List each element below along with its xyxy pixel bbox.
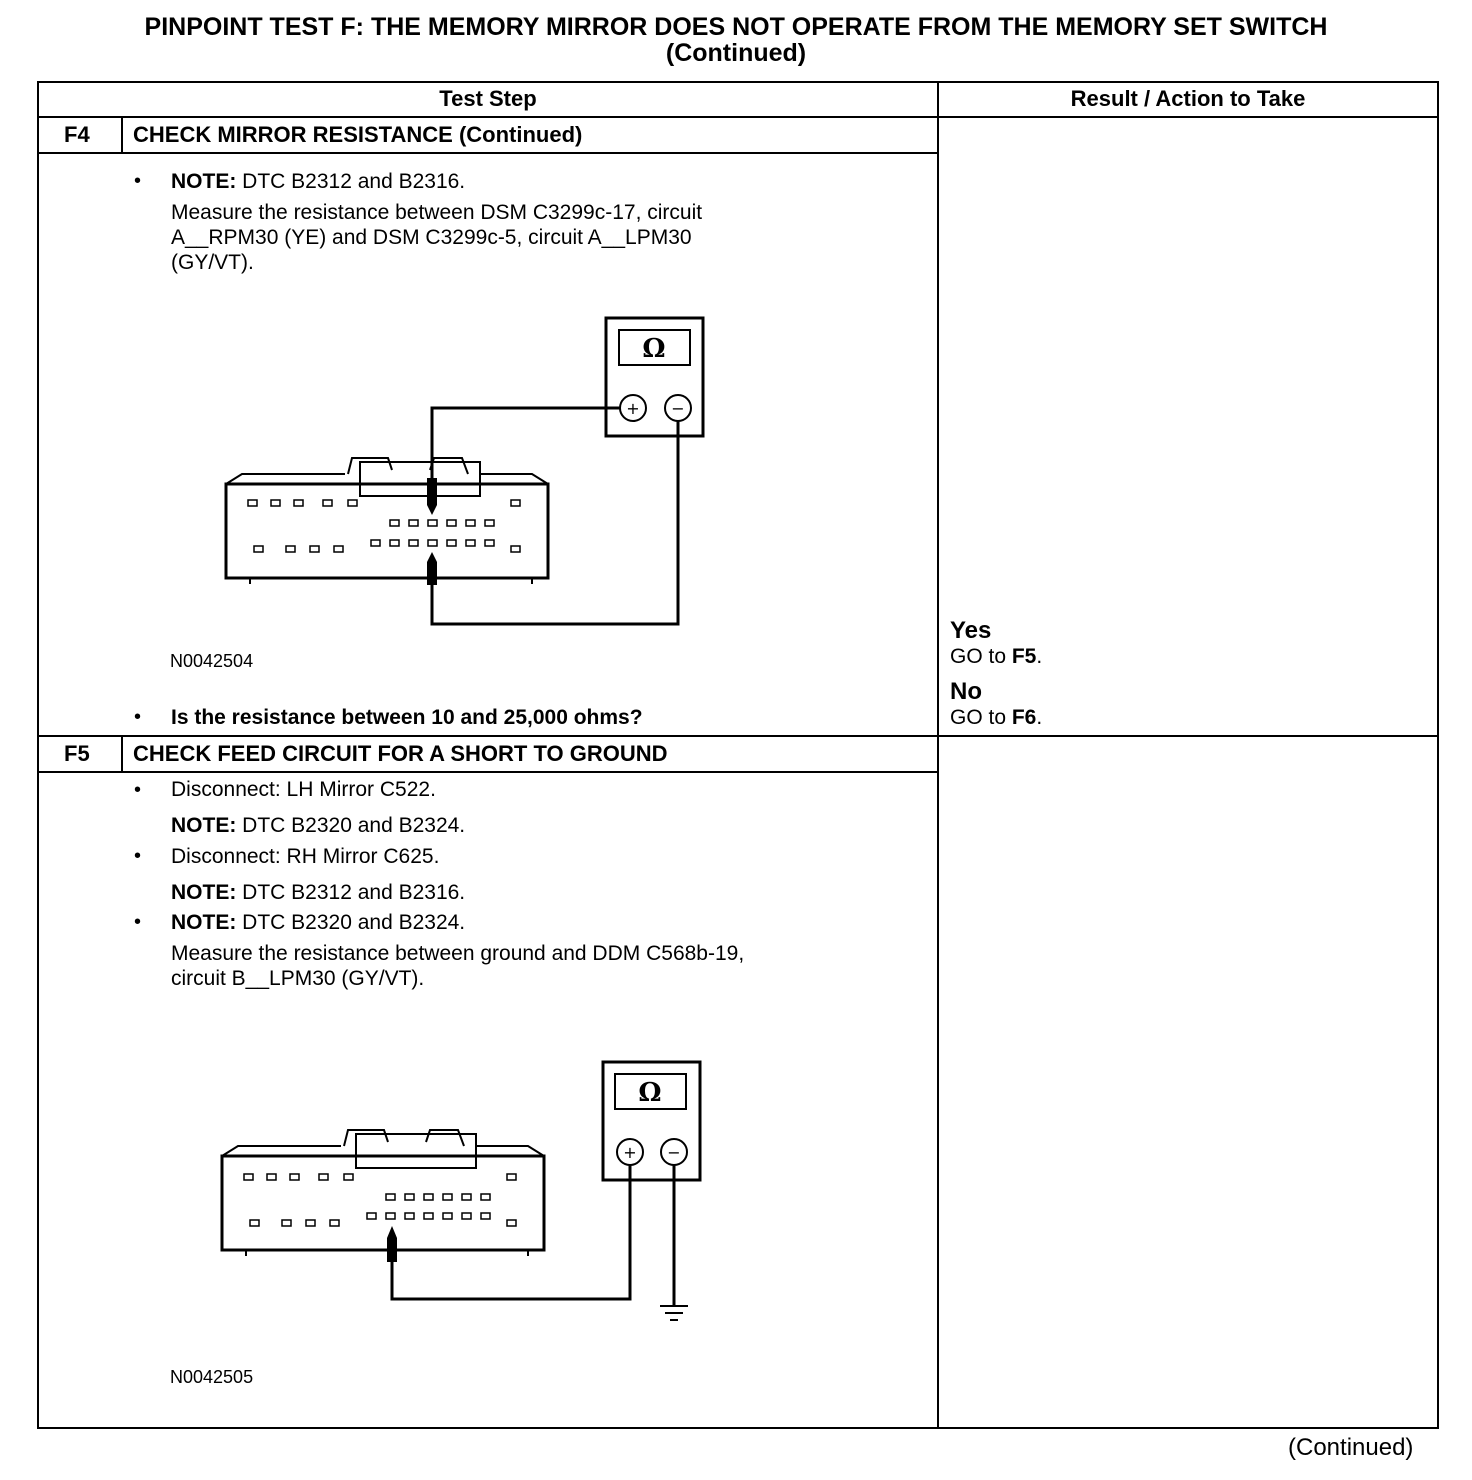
action-text: GO to [950,706,1012,729]
step-f4-id-divider [121,116,123,153]
page-title: PINPOINT TEST F: THE MEMORY MIRROR DOES … [0,14,1472,66]
step-f5-wiring-figure: Ω + − [220,1060,702,1321]
connector-pins [243,1173,517,1227]
step-f4-question: Is the resistance between 10 and 25,000 … [171,706,643,729]
continued-footer: (Continued) [1288,1434,1414,1461]
item-label: NOTE: [171,881,237,904]
step-f5-item-4: NOTE: DTC B2312 and B2316. [171,880,465,905]
bullet: • [134,911,142,933]
header-divider [37,116,1439,118]
step-f5-figure-id: N0042505 [170,1367,254,1387]
step-f4-figure-id: N0042504 [170,651,254,671]
test-table [37,81,1439,1429]
step-f5-id: F5 [64,741,90,766]
probe-top [427,478,437,515]
connector-pins [247,499,521,553]
item-text: DTC B2312 and B2316. [236,881,466,904]
probe-bottom [427,552,437,585]
step-f5-item-1: Disconnect: LH Mirror C522. [171,777,436,802]
step-divider [37,735,1439,737]
bullet: • [134,706,142,728]
plus-sign: + [623,1143,636,1162]
probe [387,1226,397,1262]
ohmmeter-display [614,1073,687,1110]
ohm-symbol: Ω [642,334,665,364]
action-end: . [1036,706,1043,729]
result-no-label: No [950,678,982,705]
ddm-connector [220,1129,546,1256]
step-f5-title: CHECK FEED CIRCUIT FOR A SHORT TO GROUND [133,741,668,766]
column-header-result: Result / Action to Take [1070,86,1306,111]
result-yes-action: GO to F5. [950,645,1042,669]
bullet: • [134,170,142,192]
step-f5-item-5: NOTE: DTC B2320 and B2324. [171,910,465,935]
step-f5-item-2: NOTE: DTC B2320 and B2324. [171,813,465,838]
step-f5-title-divider [37,771,938,773]
ohmmeter-body [601,1060,702,1182]
action-target[interactable]: F6 [1011,706,1037,729]
step-f5-measure-text: Measure the resistance between ground an… [171,942,745,990]
item-label: NOTE: [171,911,237,934]
step-f5-id-divider [121,735,123,772]
dsm-connector [224,457,550,584]
item-text: Disconnect: RH Mirror C625. [171,845,440,868]
step-f4-measure-text: Measure the resistance between DSM C3299… [171,201,703,274]
item-text: DTC B2320 and B2324. [236,814,466,837]
negative-lead [430,421,680,626]
minus-sign: − [671,399,684,418]
item-text: DTC B2320 and B2324. [236,911,466,934]
plus-sign: + [626,399,639,418]
positive-lead [430,406,620,478]
step-f4-title: CHECK MIRROR RESISTANCE (Continued) [133,122,583,147]
bullet: • [134,845,142,867]
minus-sign: − [667,1143,680,1162]
result-no-action: GO to F6. [950,706,1042,730]
column-header-test-step: Test Step [439,86,537,111]
note-text: DTC B2312 and B2316. [236,170,466,193]
step-f4-note: NOTE: DTC B2312 and B2316. [171,169,465,194]
note-label: NOTE: [171,170,237,193]
result-yes-label: Yes [950,617,992,644]
bullet: • [134,779,142,801]
step-f4-wiring-figure: Ω + − [224,316,705,626]
action-target[interactable]: F5 [1011,645,1037,668]
column-divider [937,81,939,1429]
ground-symbol [660,1305,688,1321]
action-end: . [1036,645,1043,668]
step-f4-title-divider [37,152,938,154]
action-text: GO to [950,645,1012,668]
ohm-symbol: Ω [638,1078,661,1108]
title-line-1: PINPOINT TEST F: THE MEMORY MIRROR DOES … [144,13,1328,41]
positive-lead [390,1165,632,1301]
step-f4-id: F4 [64,122,90,147]
item-label: NOTE: [171,814,237,837]
ohmmeter-body [604,316,705,438]
item-text: Disconnect: LH Mirror C522. [171,778,436,801]
title-line-2: (Continued) [665,39,807,67]
step-f5-item-3: Disconnect: RH Mirror C625. [171,844,439,869]
ohmmeter-display [618,329,691,366]
